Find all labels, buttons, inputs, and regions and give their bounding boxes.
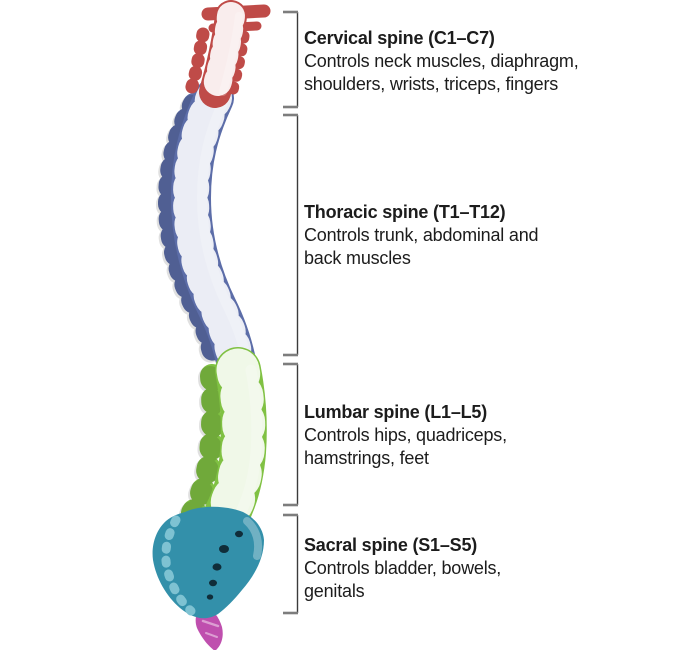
cervical-title: Cervical spine (C1–C7) bbox=[304, 28, 495, 48]
cervical-description-line1: Controls neck muscles, diaphragm, bbox=[304, 51, 579, 71]
bracket-cervical bbox=[283, 10, 299, 109]
lumbar-description-line2: hamstrings, feet bbox=[304, 448, 429, 468]
thoracic-description-line2: back muscles bbox=[304, 248, 411, 268]
sacrum-graphic bbox=[152, 506, 264, 619]
lumbar-title: Lumbar spine (L1–L5) bbox=[304, 402, 488, 422]
lumbar-spine-graphic bbox=[191, 370, 257, 515]
section-label-sacral: Sacral spine (S1–S5) Controls bladder, b… bbox=[304, 534, 674, 603]
bracket-sacral bbox=[283, 513, 299, 615]
section-brackets bbox=[283, 10, 299, 615]
sacral-description-line2: genitals bbox=[304, 581, 365, 601]
sacral-description-line1: Controls bladder, bowels, bbox=[304, 558, 502, 578]
sacral-foramina bbox=[206, 530, 243, 600]
thoracic-description-line1: Controls trunk, abdominal and bbox=[304, 225, 539, 245]
section-label-cervical: Cervical spine (C1–C7) Controls neck mus… bbox=[304, 27, 674, 96]
lumbar-description-line1: Controls hips, quadriceps, bbox=[304, 425, 507, 445]
section-label-lumbar: Lumbar spine (L1–L5) Controls hips, quad… bbox=[304, 401, 674, 470]
thoracic-title: Thoracic spine (T1–T12) bbox=[304, 202, 506, 222]
bracket-thoracic bbox=[283, 113, 299, 357]
section-label-thoracic: Thoracic spine (T1–T12) Controls trunk, … bbox=[304, 201, 674, 270]
cervical-spine-graphic bbox=[191, 11, 271, 92]
sacral-title: Sacral spine (S1–S5) bbox=[304, 535, 478, 555]
cervical-description-line2: shoulders, wrists, triceps, fingers bbox=[304, 74, 559, 94]
bracket-lumbar bbox=[283, 362, 299, 507]
thoracic-spine-graphic bbox=[167, 98, 248, 366]
